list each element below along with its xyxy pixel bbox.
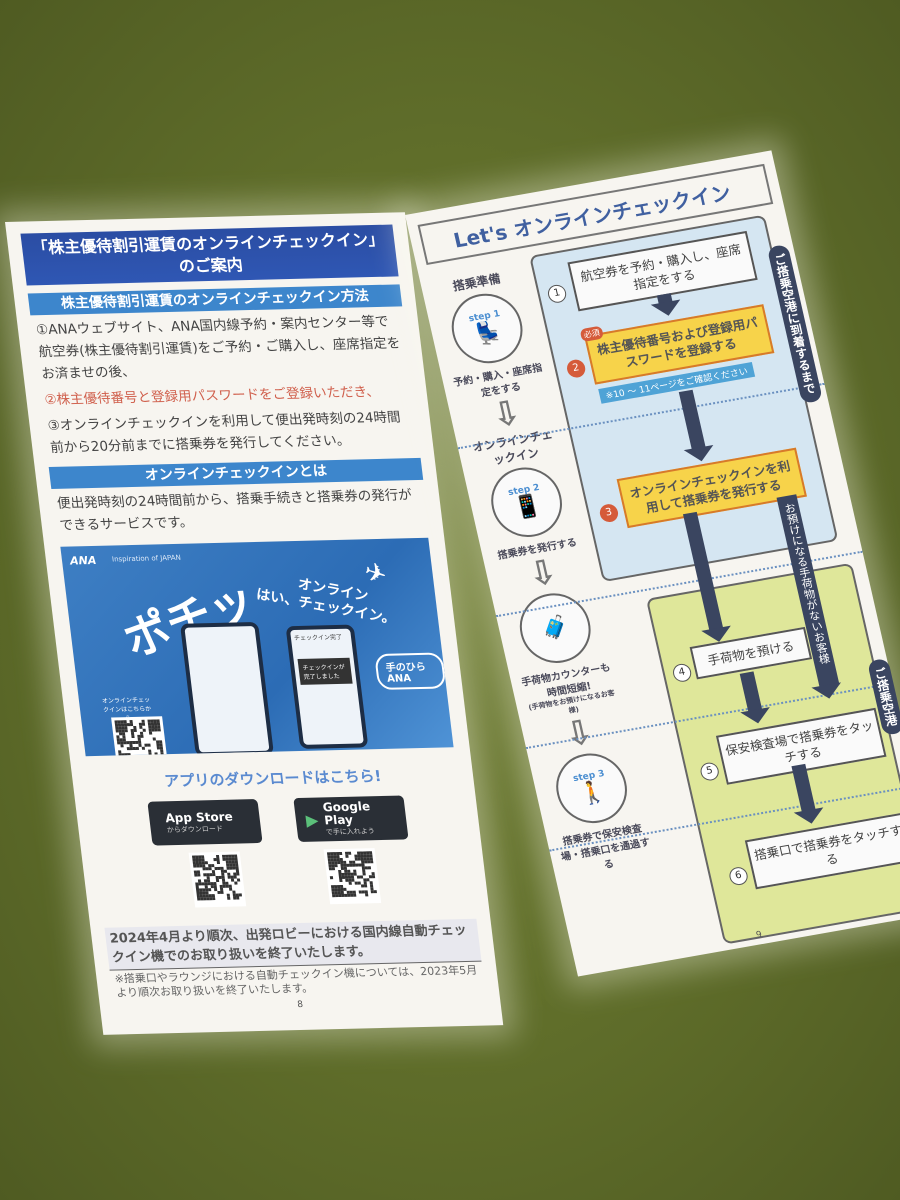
gate-icon: 🚶 (576, 778, 609, 808)
left-page: 「株主優待割引運賃のオンラインチェックイン」 のご案内 株主優待割引運賃のオンラ… (5, 212, 504, 1035)
phone-screen-message: チェックインが完了しました (297, 657, 353, 685)
play-icon: ▶ (304, 810, 320, 830)
app-badge: 手のひらANA (374, 652, 447, 691)
download-qr-codes (82, 846, 489, 911)
seat-icon: 💺 (471, 318, 505, 348)
app-store-label: App Store (164, 809, 234, 825)
step-2-text: ②株主優待番号と登録用パスワードをご登録いただき、 (43, 383, 381, 409)
download-heading: アプリのダウンロードはこちら! (163, 766, 383, 791)
promo-banner: ANA Inspiration of JAPAN ポチッ オンライン はい、チェ… (60, 537, 454, 757)
google-play-sub: で手に入れよう (325, 827, 376, 837)
smartphone-icon: 📱 (511, 492, 544, 522)
phone-illustration (179, 621, 274, 757)
left-title: 「株主優待割引運賃のオンラインチェックイン」 のご案内 (20, 224, 399, 286)
about-text: 便出発時刻の24時間前から、搭乗手続きと搭乗券の発行ができるサービスです。 (56, 487, 413, 534)
prep-label: 搭乗準備 (451, 271, 502, 294)
step-3-circle: step 3🚶 (549, 748, 634, 829)
app-store-sub: からダウンロード (166, 824, 224, 834)
arrow-icon (656, 293, 673, 306)
step-3-caption: 搭乗券で保安検査場・搭乗口を通過する (560, 823, 652, 872)
step-1-circle: step 1💺 (444, 288, 530, 369)
google-play-label: Google Play (321, 799, 371, 828)
checkin-qr-code[interactable] (111, 716, 169, 757)
ana-logo: ANA (69, 553, 98, 568)
luggage-icon: 🧳 (538, 613, 572, 643)
app-store-qr-code[interactable] (188, 851, 247, 908)
notice-text: 2024年4月より順次、出発ロビーにおける国内線自動チェックイン機でのお取り扱い… (104, 918, 482, 971)
step-1-text: ①ANAウェブサイト、ANA国内線予約・案内センター等で航空券(株主優待割引運賃… (35, 313, 402, 383)
phone-illustration-checkin: チェックイン完了 チェックインが完了しました (285, 624, 369, 749)
step-3-text: ③オンラインチェックインを利用して便出発時刻の24時間前から20分前までに搭乗券… (46, 409, 402, 456)
google-play-qr-code[interactable] (323, 848, 382, 905)
phone-screen-title: チェックイン完了 (293, 633, 343, 643)
airplane-icon: ✈ (361, 556, 390, 592)
step-2-circle: step 2📱 (484, 462, 569, 543)
tagline: Inspiration of JAPAN (111, 553, 182, 564)
